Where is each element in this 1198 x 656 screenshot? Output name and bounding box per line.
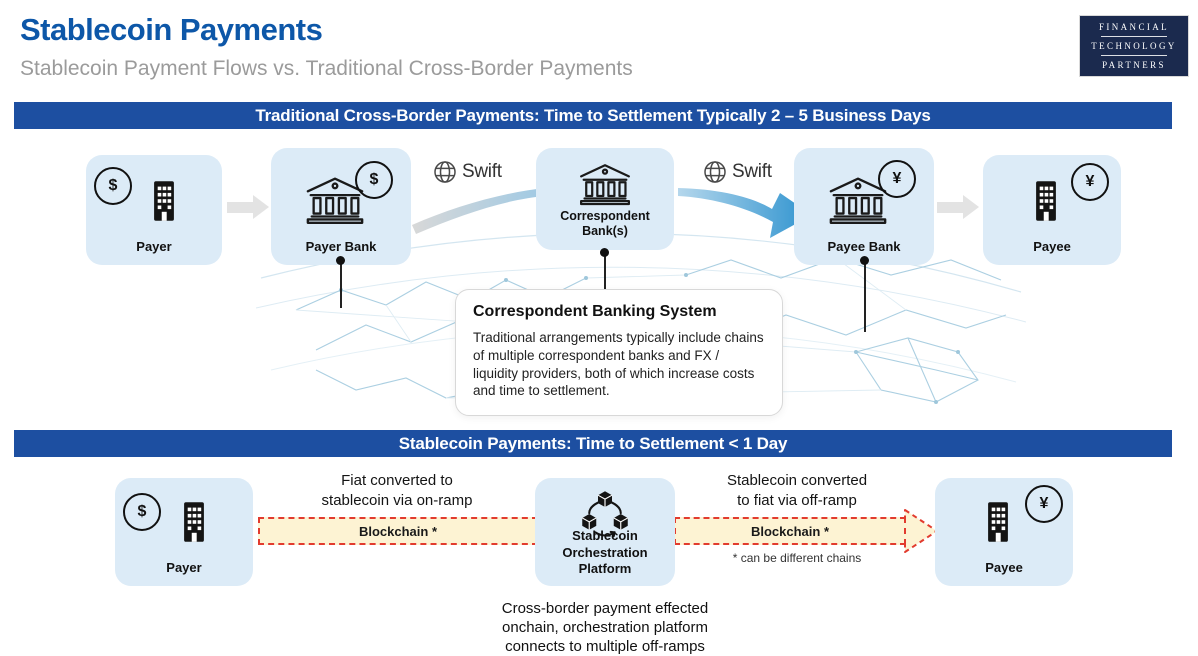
bottom-note: Cross-border payment effected onchain, o… [501,600,709,656]
bank-icon [307,177,364,224]
callout-title: Correspondent Banking System [473,303,717,320]
blockchain-band-offramp: Blockchain * [674,517,906,545]
connector-dot [336,256,345,265]
page-subtitle: Stablecoin Payment Flows vs. Traditional… [20,57,633,80]
node-label: Payer [136,238,172,254]
correspondent-banking-callout: Correspondent Banking System Traditional… [455,289,783,417]
yen-badge: ¥ [1025,485,1063,523]
section1-banner: Traditional Cross-Border Payments: Time … [14,102,1172,129]
node-orchestration-platform: Stablecoin Orchestration Platform [535,478,675,586]
connector-line [340,262,342,308]
band-label: Blockchain * [358,523,438,539]
logo-divider [1101,36,1167,37]
node-payee-bank: ¥ Payee Bank [794,148,934,265]
offramp-text: Stablecoin converted to fiat via off-ram… [726,472,868,509]
bank-icon [580,164,630,206]
logo-line: TECHNOLOGY [1091,40,1177,51]
chains-footnote: * can be different chains [732,551,862,565]
logo-line: PARTNERS [1102,59,1166,70]
node-payee: ¥ Payee [983,155,1121,265]
node-label: Payer [166,559,202,575]
globe-icon [704,161,726,183]
node-payer-stablecoin: $ Payer [115,478,253,586]
ftp-logo: FINANCIAL TECHNOLOGY PARTNERS [1080,16,1188,76]
dollar-badge: $ [355,161,393,199]
node-payer: $ Payer [86,155,222,265]
yen-badge: ¥ [878,160,916,198]
node-label: Payer Bank [305,238,377,254]
node-label: Stablecoin Orchestration Platform [562,528,648,576]
yen-badge: ¥ [1071,163,1109,201]
arrow-payer-to-payerbank [227,195,269,219]
dollar-badge: $ [94,167,132,205]
node-label: Payee [985,559,1023,575]
connector-line [604,254,606,290]
blockchain-band-onramp: Blockchain * [258,517,538,545]
office-building-icon [183,502,204,542]
blockchain-icon [581,491,629,538]
swift-wordmark: Swift [732,161,772,182]
connector-line [864,262,866,332]
callout-body: Traditional arrangements typically inclu… [473,330,764,399]
page-title: Stablecoin Payments [20,12,323,47]
node-payee-stablecoin: ¥ Payee [935,478,1073,586]
connector-dot [860,256,869,265]
connector-dot [600,248,609,257]
arrow-payeebank-to-payee [937,195,979,219]
node-label: Payee Bank [827,238,901,254]
office-building-icon [1036,181,1057,221]
node-label: Correspondent Bank(s) [560,208,650,239]
logo-divider [1101,55,1167,56]
logo-line: FINANCIAL [1098,21,1170,32]
node-correspondent-bank: Correspondent Bank(s) [536,148,674,250]
globe-icon [434,161,456,183]
bank-icon [830,177,887,224]
office-building-icon [153,181,174,221]
band-label: Blockchain * [750,523,830,539]
onramp-text: Fiat converted to stablecoin via on-ramp [321,472,473,509]
node-payer-bank: $ Payer Bank [271,148,411,265]
swift-wordmark: Swift [462,161,502,182]
office-building-icon [988,502,1009,542]
swoosh-right-arrow [678,188,812,238]
swift-logo-right: Swift [703,160,772,184]
node-label: Payee [1033,238,1071,254]
section2-banner: Stablecoin Payments: Time to Settlement … [14,430,1172,457]
swoosh-left [412,188,546,234]
swift-logo-left: Swift [433,160,502,184]
dollar-badge: $ [123,493,161,531]
